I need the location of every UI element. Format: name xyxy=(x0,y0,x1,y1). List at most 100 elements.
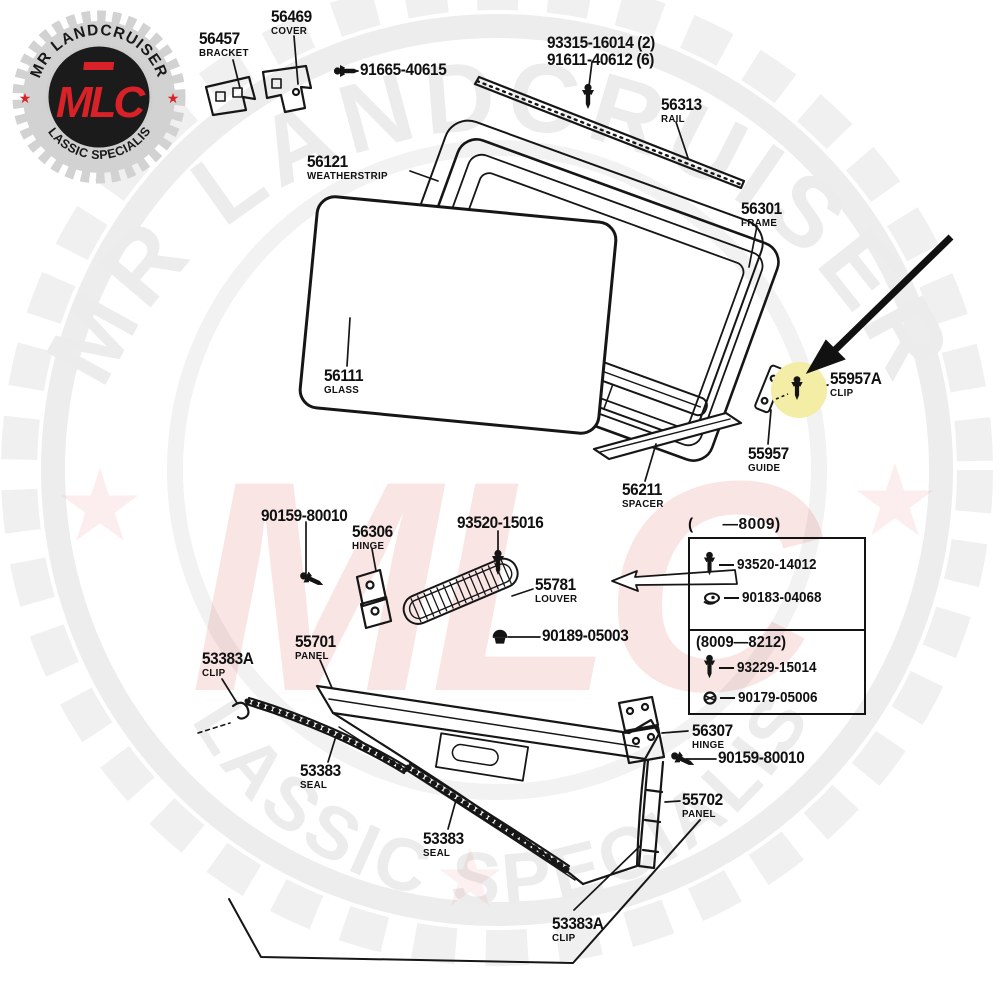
leader-dash xyxy=(720,697,735,699)
screw-icon xyxy=(703,654,716,679)
part-number: 56301 xyxy=(741,200,782,218)
callout-row: 93520-14012 xyxy=(702,551,860,578)
mlc-logo-badge: MR LANDCRUISER CLASSIC SPECIALIST ★ ★ ML… xyxy=(8,6,186,184)
part-name: SEAL xyxy=(423,847,451,860)
star-icon: ★ xyxy=(55,450,145,562)
bottom-panel-outline xyxy=(228,819,701,964)
part-name: GLASS xyxy=(324,384,360,397)
part-name: CLIP xyxy=(830,387,854,400)
part-number: 53383 xyxy=(423,830,464,848)
part-number: 53383 xyxy=(300,762,341,780)
screw-icon xyxy=(582,83,594,109)
part-number: 90159-80010 xyxy=(261,507,348,525)
screw-icon xyxy=(333,65,359,77)
part-number: 56111 xyxy=(324,367,364,385)
star-icon: ★ xyxy=(167,90,180,106)
part-number: 53383A xyxy=(202,650,254,668)
star-icon: ★ xyxy=(19,90,32,106)
part-name: CLIP xyxy=(552,932,576,945)
part-number: 56121 xyxy=(307,153,348,171)
part-label-90189-05003: 90189-05003 xyxy=(542,627,629,645)
part-label-93520-15016: 93520-15016 xyxy=(457,514,544,532)
part-number: 56469 xyxy=(271,8,312,26)
callout-section-2: (8009—8212) 93229-15014 90179-05006 xyxy=(690,634,864,716)
callout-row: 90183-04068 xyxy=(702,590,860,606)
pointer-arrow-icon xyxy=(805,234,954,374)
inner-ring-watermark xyxy=(167,140,827,800)
part-number: 56307 xyxy=(692,722,733,740)
clip-53383a-drawing xyxy=(231,701,250,720)
clip-nut-icon xyxy=(703,592,720,605)
part-number: 91665-40615 xyxy=(360,61,447,79)
part-number: 90179-05006 xyxy=(738,690,818,706)
cover-56469-drawing xyxy=(261,64,313,114)
part-name: PANEL xyxy=(295,650,329,663)
part-number: 91611-40612 (6) xyxy=(547,51,655,70)
spacer-56211-drawing xyxy=(592,411,743,461)
seal-53383-lower-drawing xyxy=(405,762,571,874)
part-number: 53383A xyxy=(552,915,604,933)
seal-53383-upper-drawing xyxy=(244,696,409,775)
part-number: 55957A xyxy=(830,370,882,388)
part-label-91665-40615: 91665-40615 xyxy=(360,61,447,79)
part-number: 56211 xyxy=(622,481,662,499)
part-name: SEAL xyxy=(300,779,328,792)
gear-ring-watermark xyxy=(1,0,993,966)
line-art xyxy=(197,35,829,964)
part-number: 90189-05003 xyxy=(542,627,629,645)
part-name: LOUVER xyxy=(535,593,578,606)
part-name: HINGE xyxy=(692,739,725,752)
callout-box-header: ( —8009) xyxy=(688,516,781,533)
callout-subheader: (8009—8212) xyxy=(696,634,787,651)
louver-55781-drawing xyxy=(402,557,519,625)
hollow-arrow-icon xyxy=(611,569,738,592)
part-number: 90159-80010 xyxy=(718,749,805,767)
part-name: COVER xyxy=(271,25,308,38)
part-number: 55701 xyxy=(295,633,336,651)
rail-56313-drawing xyxy=(473,75,746,190)
callout-section-1: 93520-14012 90183-04068 xyxy=(690,539,864,631)
part-name: GUIDE xyxy=(748,462,781,475)
part-number: 56306 xyxy=(352,523,393,541)
leader-dash xyxy=(724,597,739,599)
part-label-90159-80010-lower: 90159-80010 xyxy=(718,749,805,767)
part-name: BRACKET xyxy=(199,47,249,60)
part-number: 93229-15014 xyxy=(737,659,817,676)
part-number: 93315-16014 (2) xyxy=(547,34,655,52)
part-number: 90183-04068 xyxy=(742,590,822,606)
part-name: PANEL xyxy=(682,808,716,821)
callout-box: 93520-14012 90183-04068 (8009—8212) 9322… xyxy=(688,537,866,715)
part-name: RAIL xyxy=(661,113,685,126)
callout-row: 93229-15014 xyxy=(702,654,860,681)
part-label-90159-80010: 90159-80010 xyxy=(261,507,348,525)
part-name: CLIP xyxy=(202,667,226,680)
bracket-56457-drawing xyxy=(204,75,257,117)
callout-row: 90179-05006 xyxy=(702,690,860,706)
part-name: SPACER xyxy=(622,498,664,511)
nut-icon xyxy=(492,629,508,644)
glass-56111-drawing xyxy=(298,195,618,435)
screw-icon xyxy=(703,551,716,576)
gear-teeth xyxy=(12,10,186,184)
part-name: HINGE xyxy=(352,540,385,553)
part-name: WEATHERSTRIP xyxy=(307,170,388,183)
leader-lines xyxy=(221,35,829,911)
push-nut-icon xyxy=(703,691,717,705)
leader-dash xyxy=(719,666,734,669)
